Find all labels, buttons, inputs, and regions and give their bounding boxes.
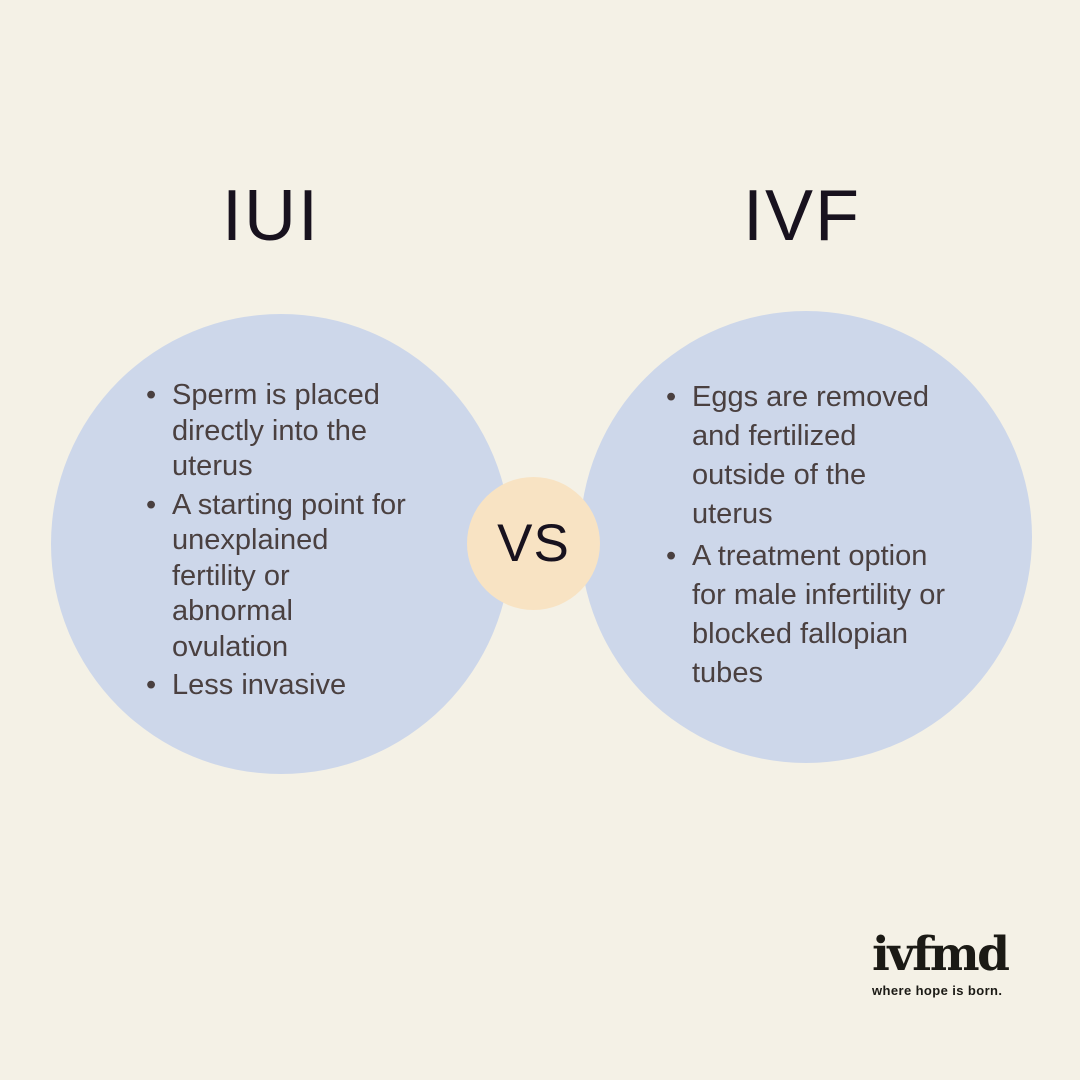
ivf-bullet-list: Eggs are removed and fertilized outside …	[662, 378, 972, 696]
brand-logo: ivfmd where hope is born.	[872, 927, 1010, 999]
list-item: A starting point for unexplained fertili…	[142, 488, 442, 666]
list-item: A treatment option for male infertility …	[662, 537, 972, 693]
vs-badge: VS	[467, 477, 600, 610]
title-ivf: IVF	[742, 176, 861, 256]
list-item: Eggs are removed and fertilized outside …	[662, 378, 972, 534]
vs-label: VS	[497, 514, 570, 573]
list-item: Less invasive	[142, 668, 442, 704]
list-item: Sperm is placed directly into the uterus	[142, 378, 442, 485]
logo-wordmark: ivfmd	[872, 927, 1010, 982]
logo-tagline: where hope is born.	[872, 983, 1003, 998]
title-iui: IUI	[221, 176, 320, 256]
iui-bullet-list: Sperm is placed directly into the uterus…	[142, 378, 442, 707]
